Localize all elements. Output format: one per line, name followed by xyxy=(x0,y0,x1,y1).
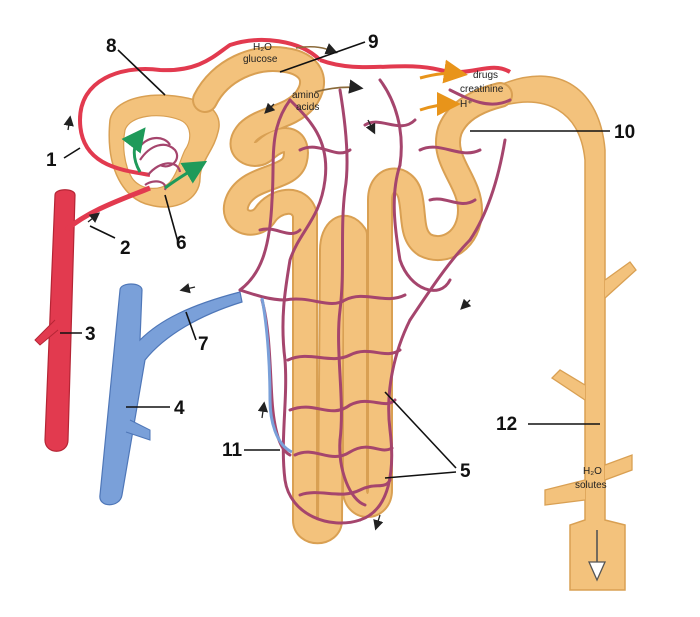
label-2: 2 xyxy=(120,238,131,259)
label-8: 8 xyxy=(106,36,117,57)
number-labels: 1 2 3 4 5 6 7 8 9 10 11 12 xyxy=(46,32,635,482)
renal-vein xyxy=(99,283,243,506)
leader-lines xyxy=(60,41,610,479)
filtration-arrows xyxy=(121,127,208,190)
renal-artery xyxy=(34,189,76,452)
amino-label: amino xyxy=(292,90,320,101)
label-7: 7 xyxy=(198,334,209,355)
creatinine-label: creatinine xyxy=(460,84,504,95)
drugs-label: drugs xyxy=(473,70,498,81)
label-3: 3 xyxy=(85,324,96,345)
label-11: 11 xyxy=(222,440,243,461)
duct-solutes-label: solutes xyxy=(575,480,607,491)
capillary-network xyxy=(64,38,512,525)
label-10: 10 xyxy=(614,122,635,143)
glucose-label: glucose xyxy=(243,54,278,65)
label-1: 1 xyxy=(46,150,57,171)
label-5: 5 xyxy=(460,461,471,482)
substance-labels: H₂O glucose amino acids drugs creatinine… xyxy=(243,42,607,491)
hplus-label: H⁺ xyxy=(460,99,473,110)
h2o-label: H₂O xyxy=(253,42,272,53)
collecting-duct xyxy=(499,75,637,591)
label-6: 6 xyxy=(176,233,187,254)
duct-h2o-label: H₂O xyxy=(583,466,602,477)
acids-label: acids xyxy=(296,102,319,113)
label-9: 9 xyxy=(368,32,379,53)
label-12: 12 xyxy=(496,414,517,435)
label-4: 4 xyxy=(174,398,185,419)
flow-arrows xyxy=(63,102,472,531)
renal-tubule xyxy=(108,46,513,545)
exchange-arrows xyxy=(295,43,468,117)
